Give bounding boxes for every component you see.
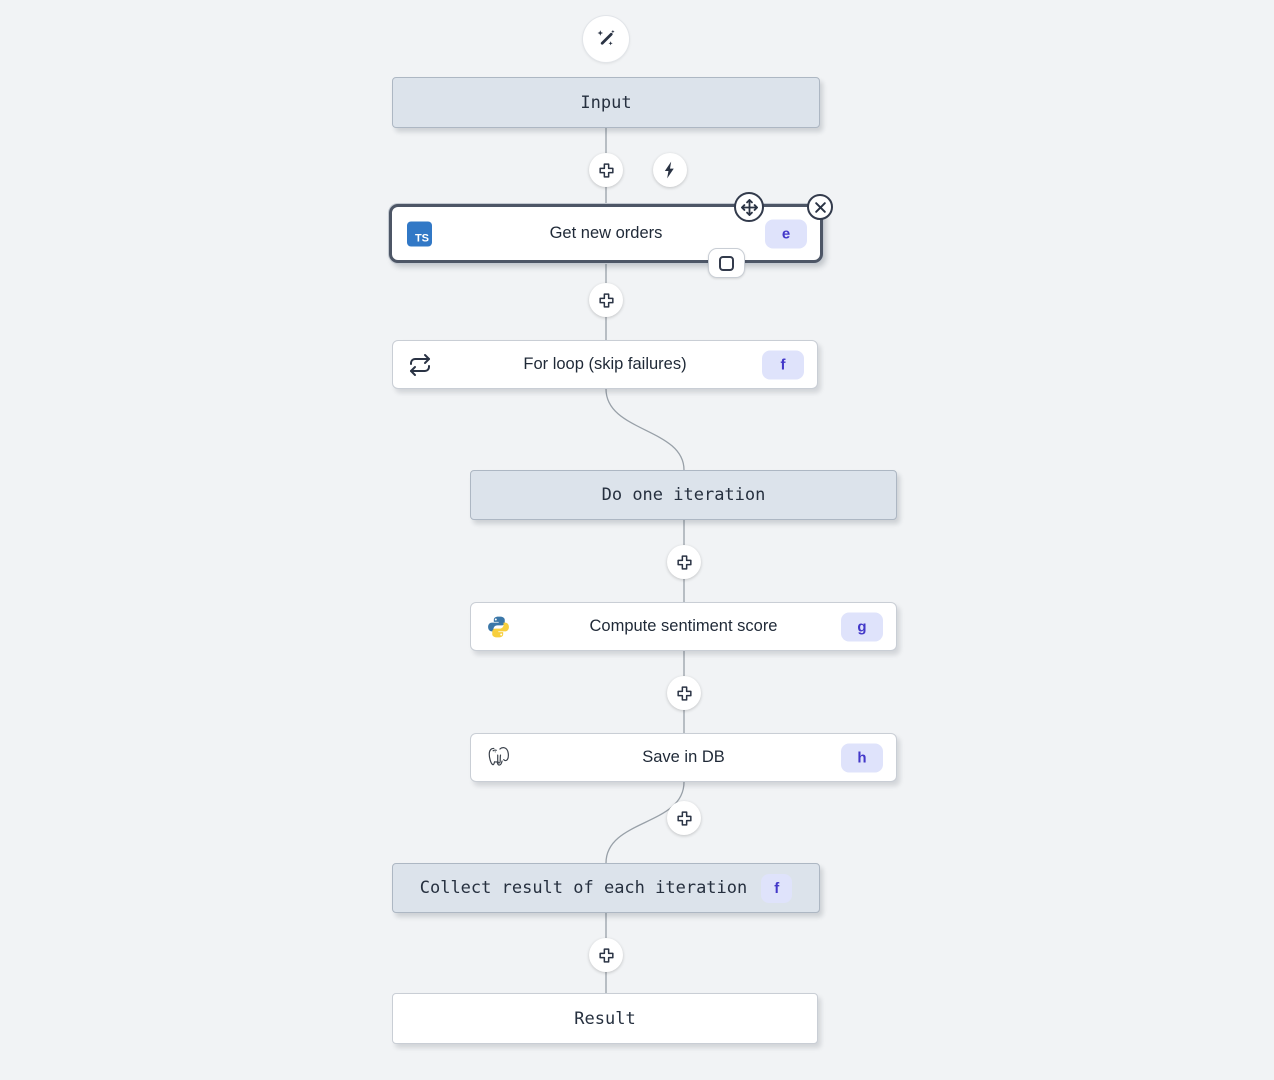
insert-step-button[interactable] — [667, 545, 701, 579]
node-label: Result — [574, 1008, 636, 1029]
node-compute-sentiment-score[interactable]: Compute sentiment score g — [470, 602, 897, 651]
node-label: For loop (skip failures) — [523, 355, 687, 373]
ai-flow-builder-button[interactable] — [583, 16, 629, 62]
insert-step-button[interactable] — [667, 801, 701, 835]
node-label: Get new orders — [549, 224, 663, 242]
step-id-badge: f — [761, 873, 793, 903]
move-icon — [740, 198, 758, 216]
node-result[interactable]: Result — [392, 993, 818, 1044]
lightning-bolt-icon — [660, 160, 680, 180]
node-label: Save in DB — [642, 748, 725, 766]
node-do-one-iteration[interactable]: Do one iteration — [470, 470, 897, 520]
step-id-badge: e — [765, 219, 807, 248]
insert-step-button[interactable] — [589, 283, 623, 317]
close-icon — [814, 201, 827, 214]
python-icon — [486, 614, 511, 639]
plus-icon — [675, 684, 694, 703]
plus-icon — [597, 946, 616, 965]
postgresql-icon — [486, 745, 512, 771]
node-collect-result[interactable]: Collect result of each iteration f — [392, 863, 820, 913]
node-label: Collect result of each iteration — [419, 878, 748, 898]
plus-icon — [597, 161, 616, 180]
node-save-in-db[interactable]: Save in DB h — [470, 733, 897, 782]
node-label: Compute sentiment score — [589, 617, 778, 635]
trigger-button[interactable] — [653, 153, 687, 187]
plus-icon — [597, 291, 616, 310]
node-preview-toggle[interactable] — [708, 248, 745, 278]
node-input[interactable]: Input — [392, 77, 820, 128]
node-label: Do one iteration — [601, 485, 766, 505]
insert-step-button[interactable] — [667, 676, 701, 710]
square-icon — [719, 255, 734, 271]
wand-sparkles-icon — [594, 27, 618, 51]
move-node-handle[interactable] — [734, 192, 764, 222]
step-id-badge: g — [841, 612, 883, 641]
repeat-loop-icon — [408, 353, 432, 377]
plus-icon — [675, 809, 694, 828]
delete-node-button[interactable] — [807, 194, 833, 220]
node-label: Input — [580, 92, 632, 113]
plus-icon — [675, 553, 694, 572]
insert-step-button[interactable] — [589, 938, 623, 972]
node-for-loop[interactable]: For loop (skip failures) f — [392, 340, 818, 389]
step-id-badge: h — [841, 743, 883, 772]
step-id-badge: f — [762, 350, 804, 379]
typescript-icon: TS — [407, 221, 432, 246]
insert-step-button[interactable] — [589, 153, 623, 187]
